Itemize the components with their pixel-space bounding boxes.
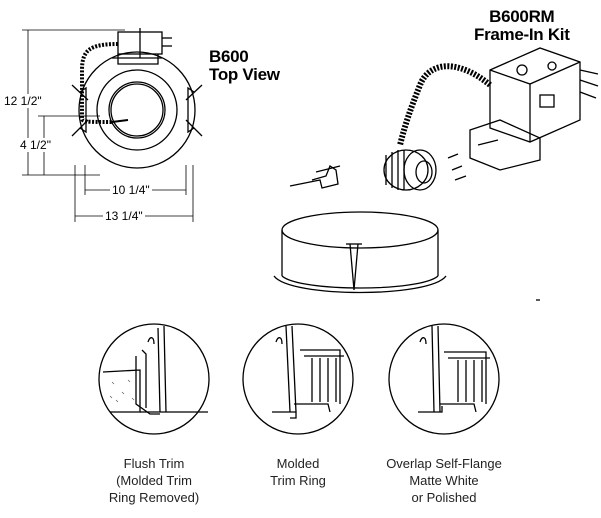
kit-drawing [273,47,599,301]
caption-flush-trim-line3: Ring Removed) [108,490,200,505]
dimension-width-inner: 10 1/4" [110,183,152,197]
caption-molded-trim-line2: Trim Ring [270,473,326,488]
caption-flush-trim-line2: (Molded Trim [116,473,192,488]
caption-flush-trim-line1: Flush Trim [123,456,185,471]
top-view-drawing [22,28,203,222]
top-view-title: B600 Top View [209,48,280,84]
kit-title: B600RM Frame-In Kit [474,8,570,44]
caption-flush-trim: Flush Trim (Molded Trim Ring Removed) [94,455,214,506]
kit-title-line1: B600RM [489,7,555,26]
caption-molded-trim-line1: Molded [276,456,320,471]
top-view-title-line2: Top View [209,65,280,84]
dimension-height-total: 12 1/2" [2,94,44,108]
dimension-height-partial: 4 1/2" [18,138,53,152]
flush-trim-drawing [98,323,210,435]
caption-overlap-trim-line2: Matte White [409,473,479,488]
kit-title-line2: Frame-In Kit [474,25,570,44]
top-view-title-line1: B600 [209,47,249,66]
caption-overlap-trim-line1: Overlap Self-Flange [386,456,502,471]
molded-trim-drawing [242,323,354,435]
caption-overlap-trim: Overlap Self-Flange Matte White or Polis… [374,455,514,506]
overlap-trim-drawing [388,323,500,435]
caption-overlap-trim-line3: or Polished [411,490,477,505]
dimension-width-outer: 13 1/4" [103,209,145,223]
caption-molded-trim: Molded Trim Ring [238,455,358,489]
